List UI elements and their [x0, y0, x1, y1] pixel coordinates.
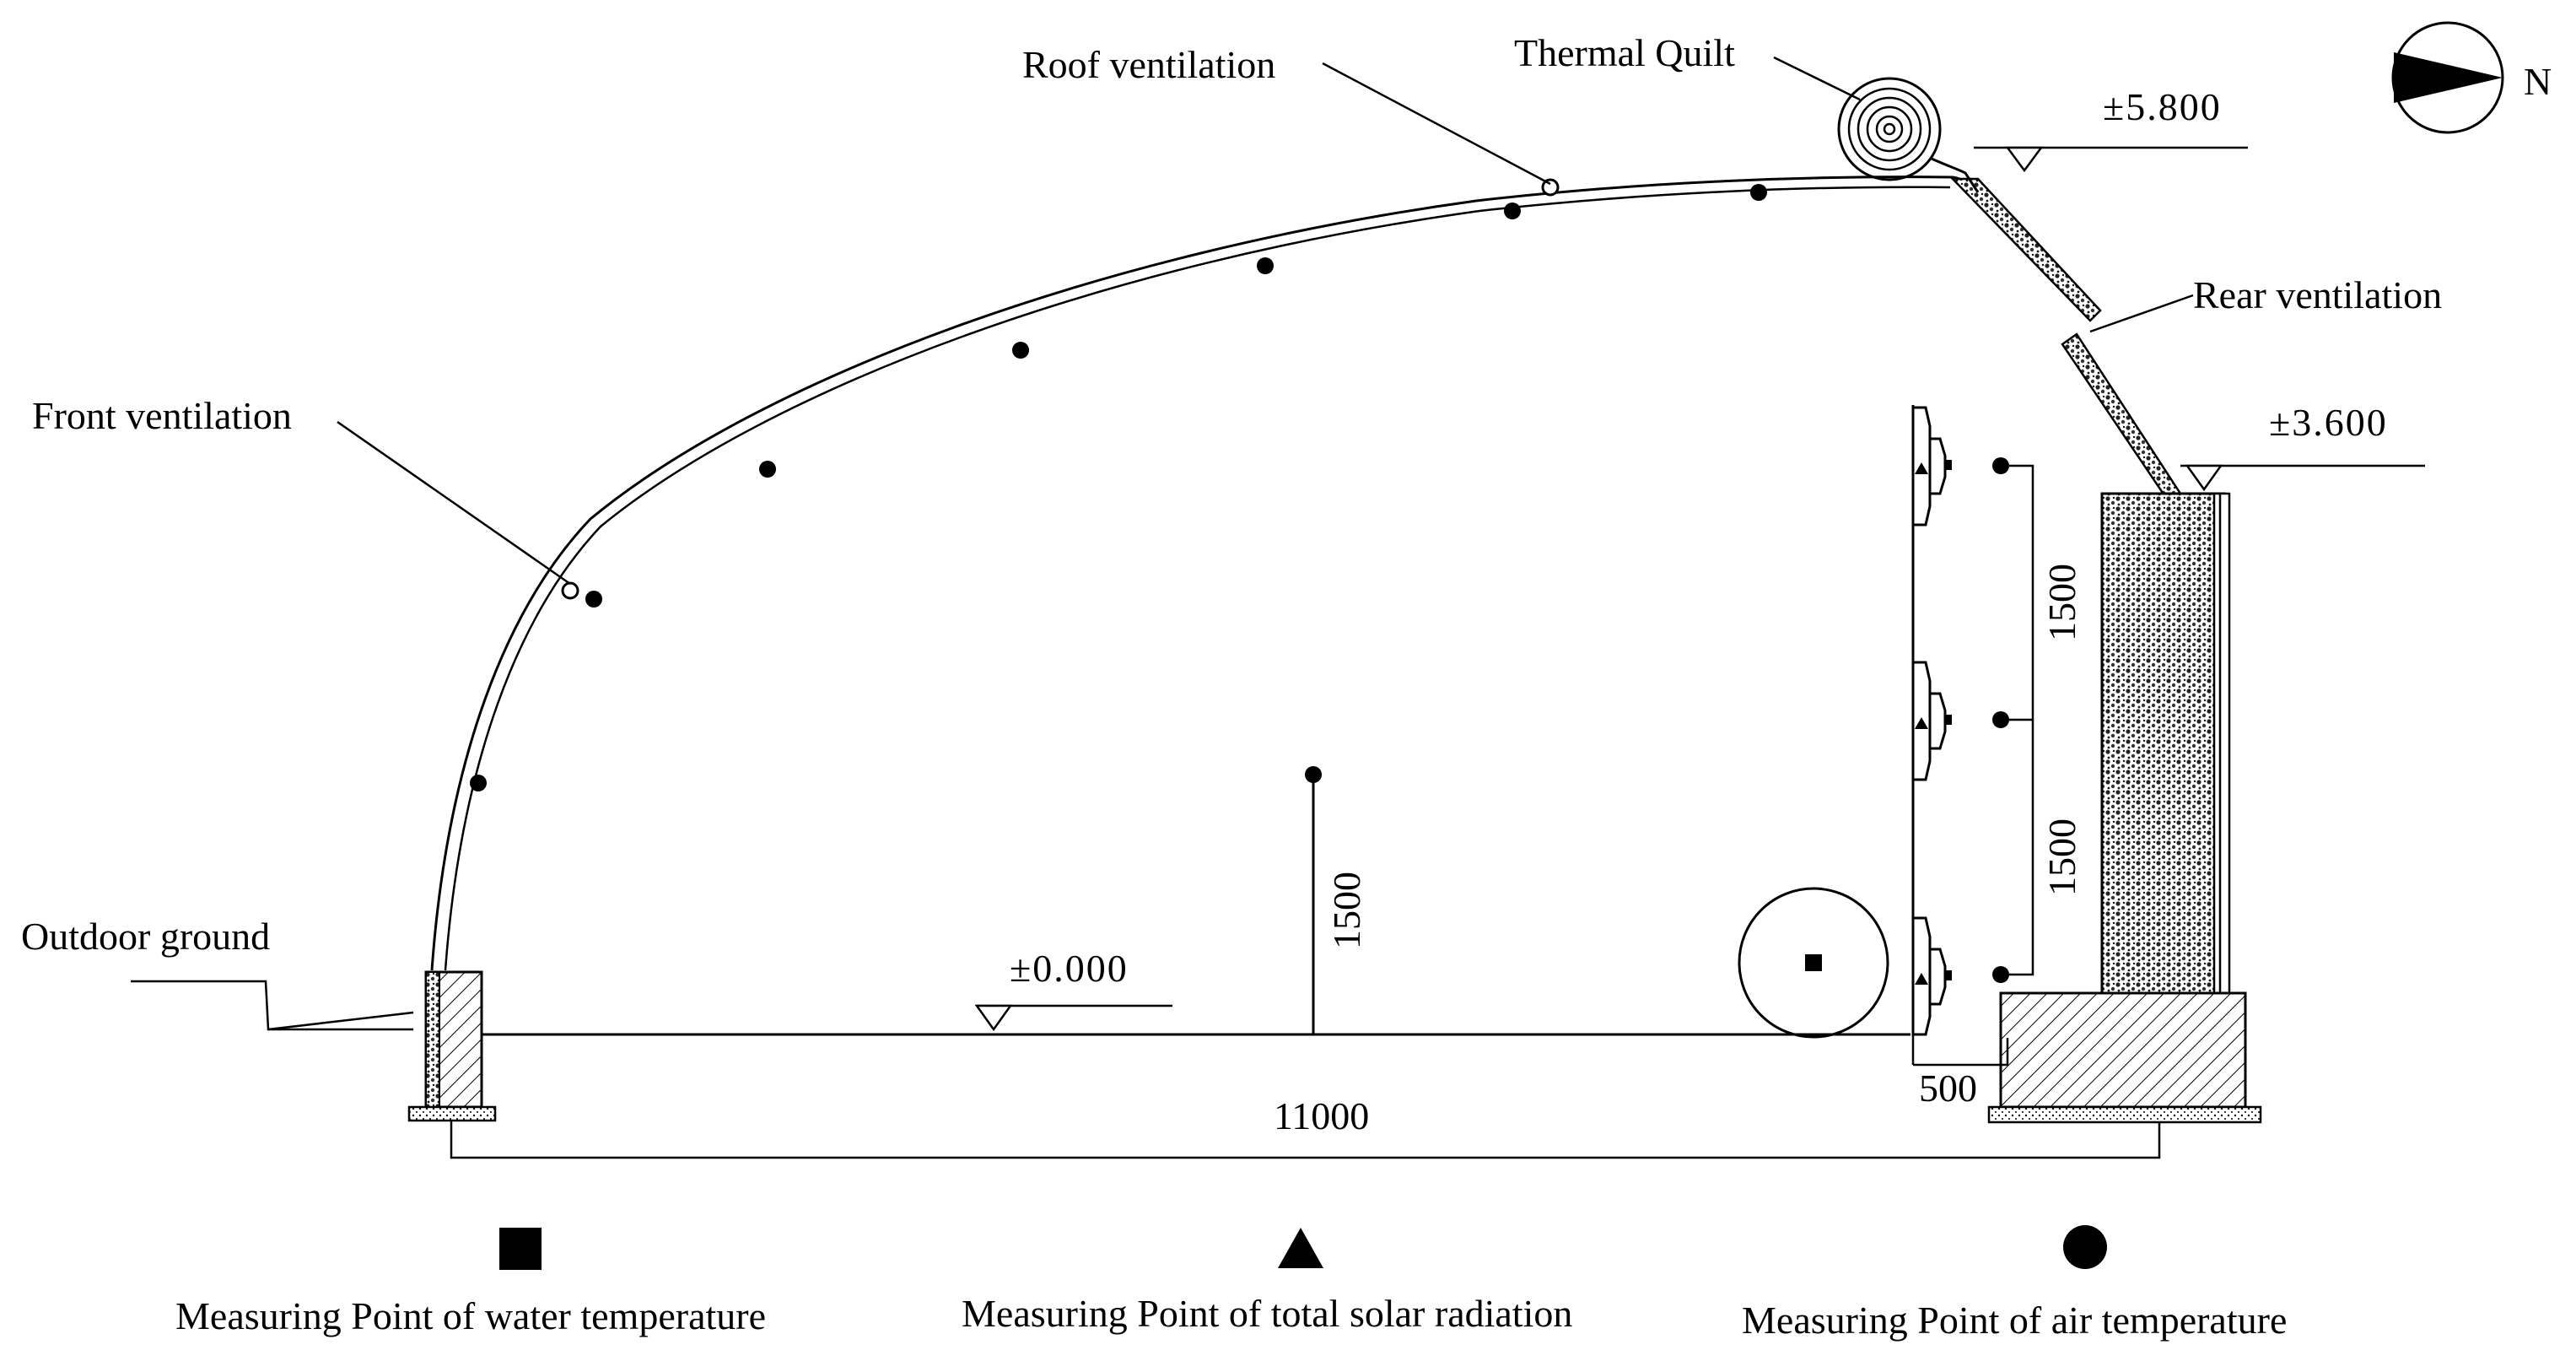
wall-lower-dimension-label: 1500	[2040, 818, 2083, 896]
legend-solar: Measuring Point of total solar radiation	[962, 1228, 1572, 1335]
legend-solar-label: Measuring Point of total solar radiation	[962, 1292, 1572, 1335]
roof-arch	[430, 176, 1980, 971]
span-dimension-label: 11000	[1274, 1094, 1369, 1137]
water-temperature-point	[1805, 954, 1822, 971]
elevation-marker-wall	[2180, 464, 2425, 492]
north-wall	[1987, 492, 2262, 1124]
air-temperature-point	[1305, 766, 1322, 783]
north-label: N	[2524, 60, 2552, 103]
air-temperature-point	[585, 591, 602, 608]
ridge-elevation-label: ±5.800	[2103, 85, 2222, 128]
rear-ventilation-label: Rear ventilation	[2193, 273, 2442, 316]
solar-radiation-point	[1915, 973, 1928, 985]
legend-water: Measuring Point of water temperature	[175, 1228, 766, 1337]
triangle-icon	[1278, 1228, 1323, 1268]
air-temperature-point	[470, 775, 487, 791]
legend-water-label: Measuring Point of water temperature	[175, 1294, 766, 1337]
solar-sensors	[1911, 406, 1952, 1036]
span-dimension	[450, 1121, 2161, 1159]
air-temperature-point	[1992, 711, 2009, 728]
outdoor-ground-label: Outdoor ground	[21, 915, 270, 958]
roof-ventilation-label: Roof ventilation	[1022, 43, 1275, 86]
solar-sensor-middle	[1911, 661, 1952, 781]
air-temperature-point	[1504, 203, 1521, 219]
legend-air-label: Measuring Point of air temperature	[1742, 1299, 2287, 1342]
center-height-label: 1500	[1325, 872, 1368, 949]
air-temperature-point	[1992, 966, 2009, 983]
front-foundation	[407, 970, 497, 1122]
offset-dimension-label: 500	[1919, 1067, 1977, 1110]
legend-air: Measuring Point of air temperature	[1742, 1225, 2287, 1342]
ground-elevation-label: ±0.000	[1010, 947, 1129, 990]
solar-radiation-point	[1915, 717, 1928, 729]
circle-icon	[2063, 1225, 2107, 1269]
water-tank	[1738, 887, 1889, 1039]
air-temperature-point	[1992, 457, 2009, 474]
center-measurement-pole	[1305, 766, 1322, 1034]
leader-lines	[131, 56, 2194, 1031]
elevation-marker-ridge	[1974, 146, 2248, 173]
air-temperature-point	[1257, 257, 1274, 274]
rear-roof	[1950, 177, 2182, 500]
solar-sensor-upper	[1911, 406, 1952, 527]
roof-ventilation-marker	[1541, 178, 1560, 197]
front-ventilation-marker	[561, 581, 579, 600]
compass-north-icon: N	[2391, 21, 2552, 134]
air-temperature-point	[1012, 342, 1029, 359]
wall-air-temperature-points	[1992, 457, 2034, 983]
legend: Measuring Point of water temperature Mea…	[175, 1225, 2287, 1342]
square-icon	[499, 1228, 542, 1270]
air-temperature-point	[759, 461, 776, 478]
wall-elevation-label: ±3.600	[2269, 401, 2388, 444]
solar-radiation-point	[1915, 462, 1928, 474]
roof-air-temperature-points	[470, 184, 1767, 791]
air-temperature-point	[1750, 184, 1767, 201]
elevation-marker-ground	[974, 1004, 1172, 1032]
front-ventilation-label: Front ventilation	[32, 394, 292, 437]
thermal-quilt-roll	[1837, 77, 1980, 193]
wall-upper-dimension-label: 1500	[2040, 564, 2083, 641]
solar-sensor-lower	[1911, 916, 1952, 1036]
thermal-quilt-label: Thermal Quilt	[1514, 31, 1735, 74]
